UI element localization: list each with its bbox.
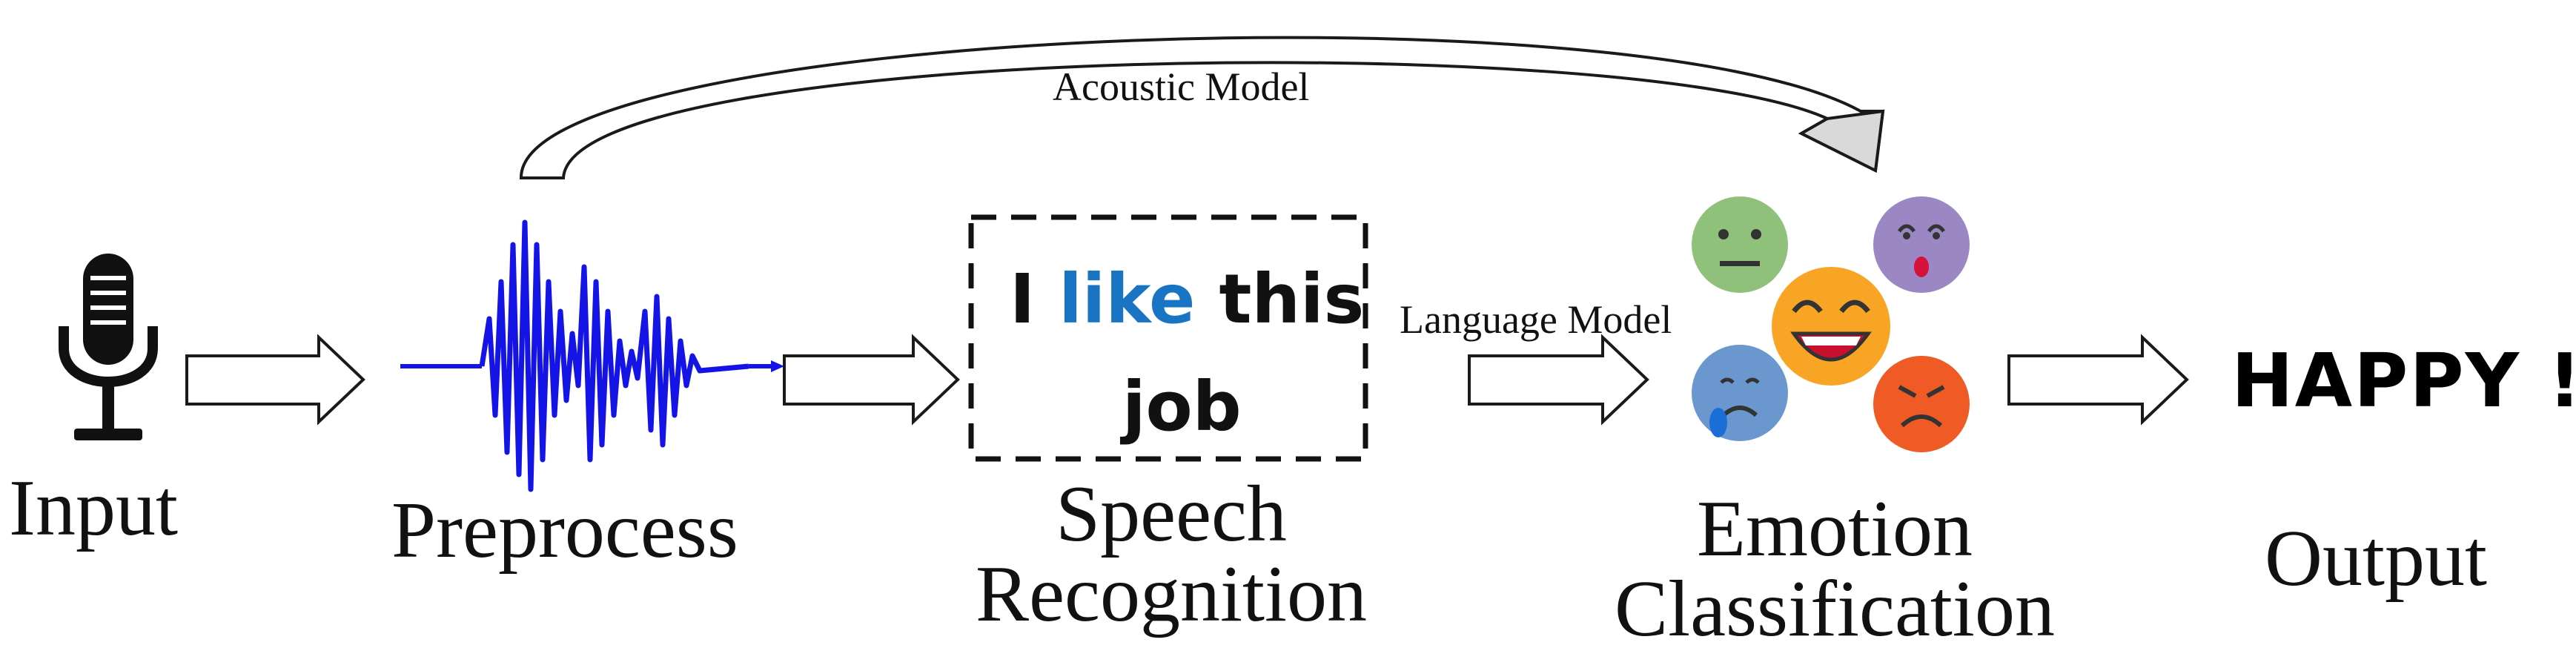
neutral-face-icon — [1692, 196, 1788, 293]
acoustic-model-label: Acoustic Model — [1053, 65, 1310, 109]
stage-label-preprocess: Preprocess — [391, 486, 738, 575]
stage-label-speech-recognition: Speech Recognition — [976, 470, 1367, 638]
stage-label-input: Input — [9, 464, 178, 552]
stage-label-emotion-classification: Emotion Classification — [1615, 485, 2055, 653]
sad-face-icon — [1692, 345, 1788, 441]
waveform-icon — [400, 219, 784, 492]
stage-label-output: Output — [2265, 515, 2488, 603]
sentence-word-job: job — [1122, 367, 1242, 446]
surprised-face-icon — [1873, 196, 1970, 293]
arrow-speech-to-emotion — [1468, 334, 1649, 426]
recognized-sentence-line-1: I like this — [1010, 259, 1364, 339]
arrow-emotion-to-output — [2007, 334, 2189, 426]
sentence-word-this: this — [1219, 259, 1365, 339]
arrow-preprocess-to-speech — [783, 334, 960, 426]
output-result: HAPPY ! — [2231, 337, 2576, 424]
sentence-word-i: I — [1010, 259, 1036, 339]
language-model-label: Language Model — [1400, 297, 1672, 342]
arrow-input-to-preprocess — [185, 334, 365, 426]
angry-face-icon — [1873, 356, 1970, 452]
sentence-word-like: like — [1059, 259, 1196, 339]
recognized-sentence-line-2: job — [1122, 367, 1242, 446]
happy-face-icon — [1772, 267, 1890, 386]
acoustic-model-arrow — [519, 36, 1885, 179]
microphone-icon — [59, 254, 158, 440]
